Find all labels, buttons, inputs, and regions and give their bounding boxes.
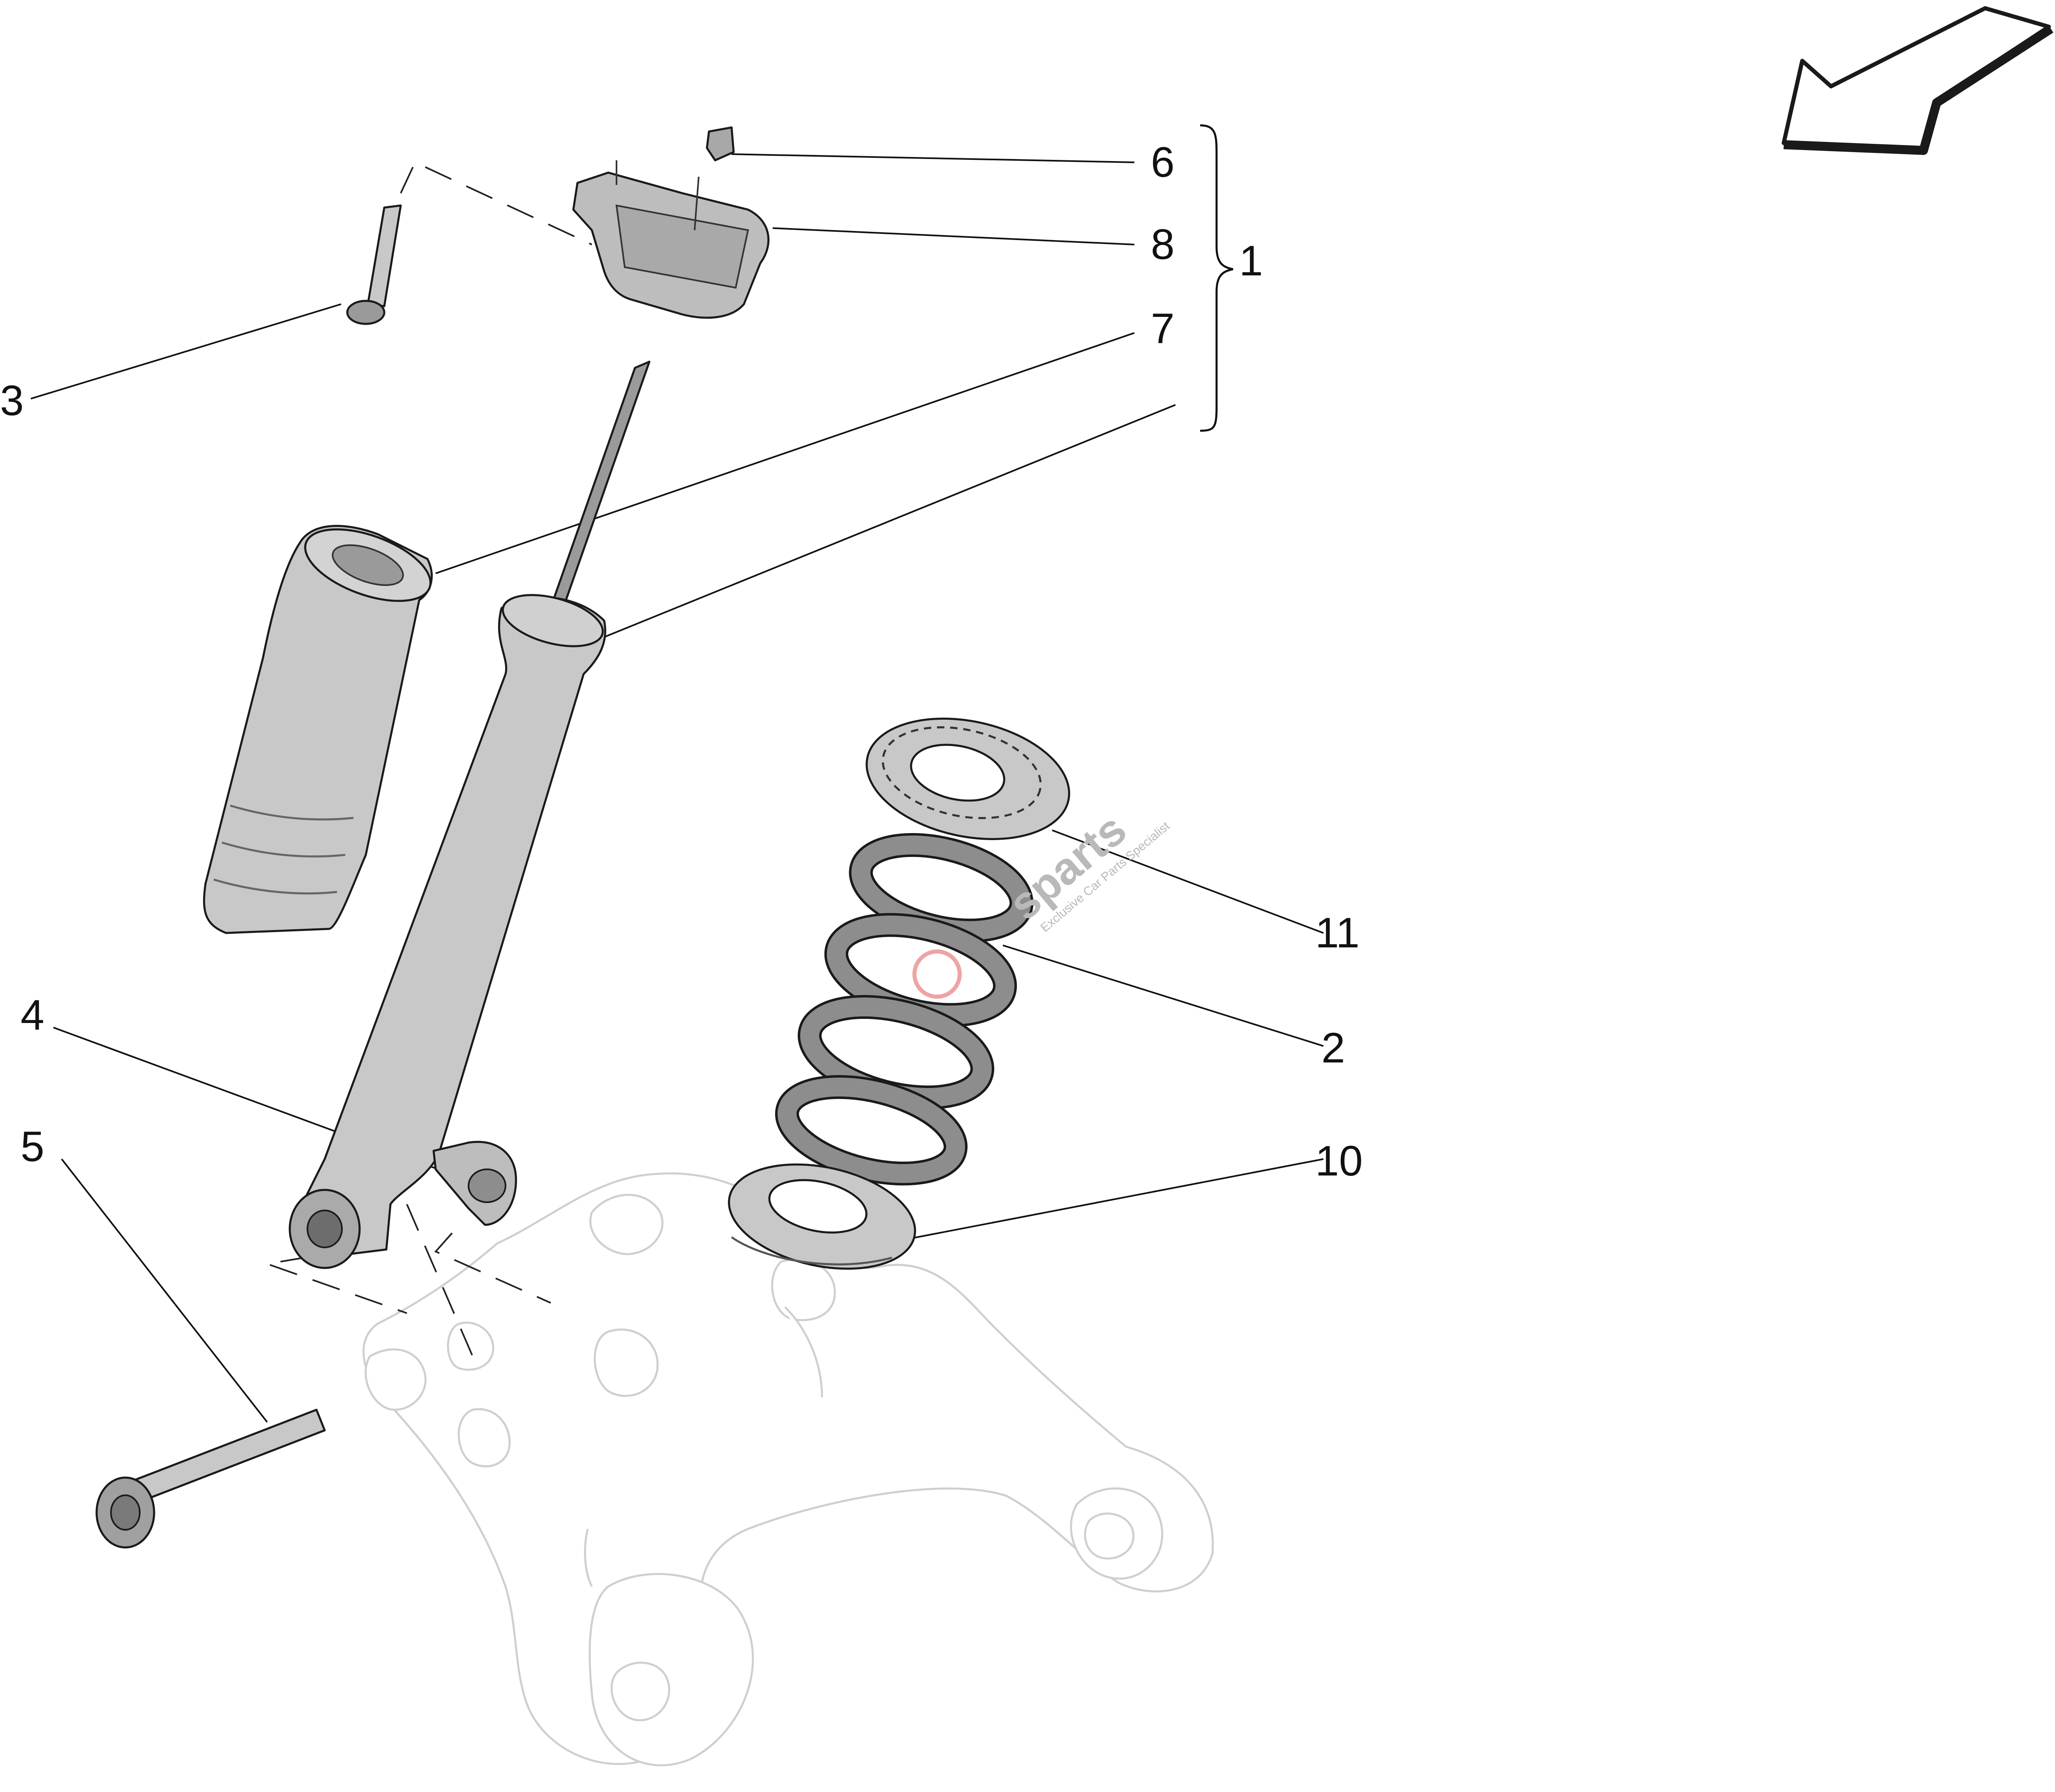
bolt-5 bbox=[95, 1409, 326, 1549]
callout-7: 7 bbox=[1151, 305, 1175, 353]
dust-boot-7 bbox=[203, 525, 433, 934]
callout-1: 1 bbox=[1239, 237, 1263, 285]
top-mount-8 bbox=[572, 160, 770, 319]
watermark-logo bbox=[912, 949, 962, 999]
assembly-dashed-lines bbox=[267, 161, 592, 1357]
spring-seat-11 bbox=[866, 718, 1070, 840]
shock-absorber bbox=[289, 360, 651, 1269]
callout-11: 11 bbox=[1315, 909, 1360, 957]
group-bracket bbox=[1200, 124, 1233, 432]
coil-spring-2 bbox=[775, 833, 1034, 1186]
callout-4: 4 bbox=[21, 991, 44, 1039]
bolt-3 bbox=[346, 204, 402, 325]
callout-10: 10 bbox=[1315, 1137, 1363, 1185]
nut-6 bbox=[706, 126, 735, 162]
arrow-icon bbox=[1782, 6, 2053, 155]
callout-2: 2 bbox=[1321, 1024, 1345, 1072]
leader-lines bbox=[30, 153, 1324, 1423]
callout-6: 6 bbox=[1151, 139, 1175, 186]
suspension-arm-ghost bbox=[362, 1172, 1214, 1767]
callouts: 6 8 1 7 3 4 5 11 2 10 bbox=[0, 139, 1363, 1185]
callout-8: 8 bbox=[1151, 221, 1175, 268]
spring-seat-10 bbox=[728, 1163, 916, 1270]
callout-5: 5 bbox=[21, 1123, 44, 1171]
bracket-4 bbox=[432, 1141, 517, 1226]
callout-3: 3 bbox=[0, 377, 24, 425]
